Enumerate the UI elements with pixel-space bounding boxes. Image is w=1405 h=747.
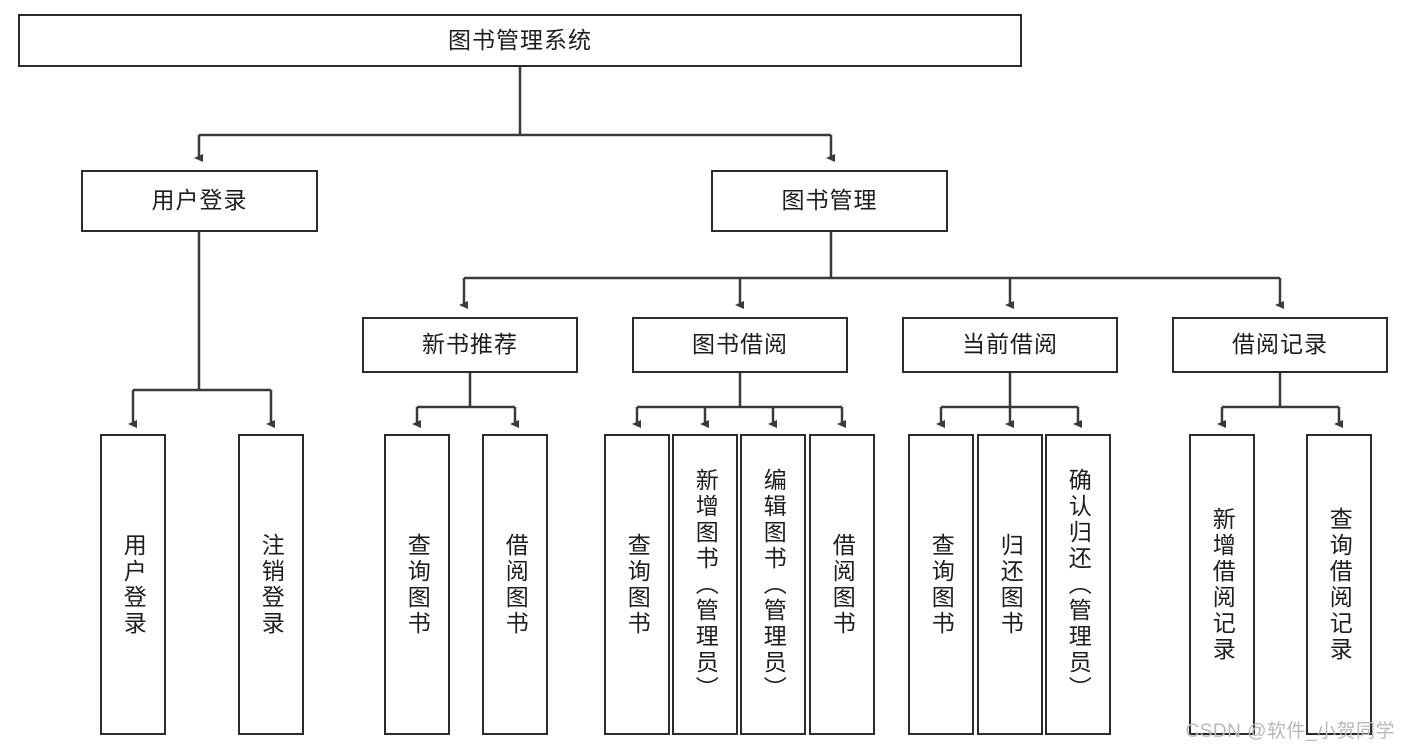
leaf-label: 查询图书	[928, 532, 955, 637]
leaf-current-borrow-query[interactable]: 查询图书	[908, 434, 974, 735]
leaf-label: 新增借阅记录	[1209, 506, 1236, 663]
leaf-label: 新增图书（管理员）	[692, 467, 719, 702]
leaf-label: 确认归还（管理员）	[1065, 467, 1092, 702]
leaf-borrow-record-query[interactable]: 查询借阅记录	[1306, 434, 1372, 735]
node-book-borrow[interactable]: 图书借阅	[632, 317, 848, 373]
leaf-label: 查询图书	[404, 532, 431, 637]
leaf-label: 用户登录	[120, 532, 147, 637]
leaf-label: 注销登录	[258, 532, 285, 637]
leaf-label: 借阅图书	[829, 532, 856, 637]
leaf-current-borrow-confirm-return[interactable]: 确认归还（管理员）	[1045, 434, 1111, 735]
leaf-new-book-borrow[interactable]: 借阅图书	[482, 434, 548, 735]
leaf-book-borrow-borrow[interactable]: 借阅图书	[809, 434, 875, 735]
node-user-login[interactable]: 用户登录	[81, 170, 318, 232]
leaf-label: 归还图书	[997, 532, 1024, 637]
node-root[interactable]: 图书管理系统	[18, 14, 1022, 67]
node-current-borrow[interactable]: 当前借阅	[902, 317, 1118, 373]
leaf-book-borrow-edit[interactable]: 编辑图书（管理员）	[740, 434, 806, 735]
leaf-label: 借阅图书	[502, 532, 529, 637]
leaf-user-login-logout[interactable]: 注销登录	[238, 434, 304, 735]
leaf-label: 编辑图书（管理员）	[760, 467, 787, 702]
node-borrow-record[interactable]: 借阅记录	[1172, 317, 1388, 373]
leaf-borrow-record-add[interactable]: 新增借阅记录	[1189, 434, 1255, 735]
csdn-watermark: CSDN @软件_小贺同学	[1185, 721, 1395, 742]
leaf-new-book-query[interactable]: 查询图书	[384, 434, 450, 735]
leaf-label: 查询借阅记录	[1326, 506, 1353, 663]
leaf-label: 查询图书	[624, 532, 651, 637]
node-book-management[interactable]: 图书管理	[711, 170, 948, 232]
leaf-user-login-login[interactable]: 用户登录	[100, 434, 166, 735]
leaf-book-borrow-query[interactable]: 查询图书	[604, 434, 670, 735]
leaf-current-borrow-return[interactable]: 归还图书	[977, 434, 1043, 735]
node-new-book-recommend[interactable]: 新书推荐	[362, 317, 578, 373]
leaf-book-borrow-add[interactable]: 新增图书（管理员）	[672, 434, 738, 735]
